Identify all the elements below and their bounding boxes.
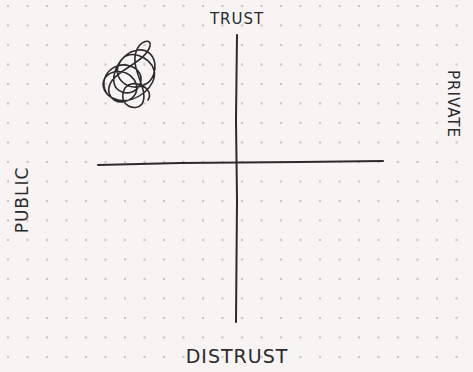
scribble: [103, 41, 155, 107]
vertical-axis: [236, 35, 237, 322]
axis-label: PRIVATE: [445, 70, 460, 138]
axis-label: DISTRUST: [186, 347, 289, 366]
axis-label: TRUST: [210, 12, 264, 27]
axis-label: PUBLIC: [14, 167, 31, 234]
horizontal-axis: [98, 161, 383, 165]
